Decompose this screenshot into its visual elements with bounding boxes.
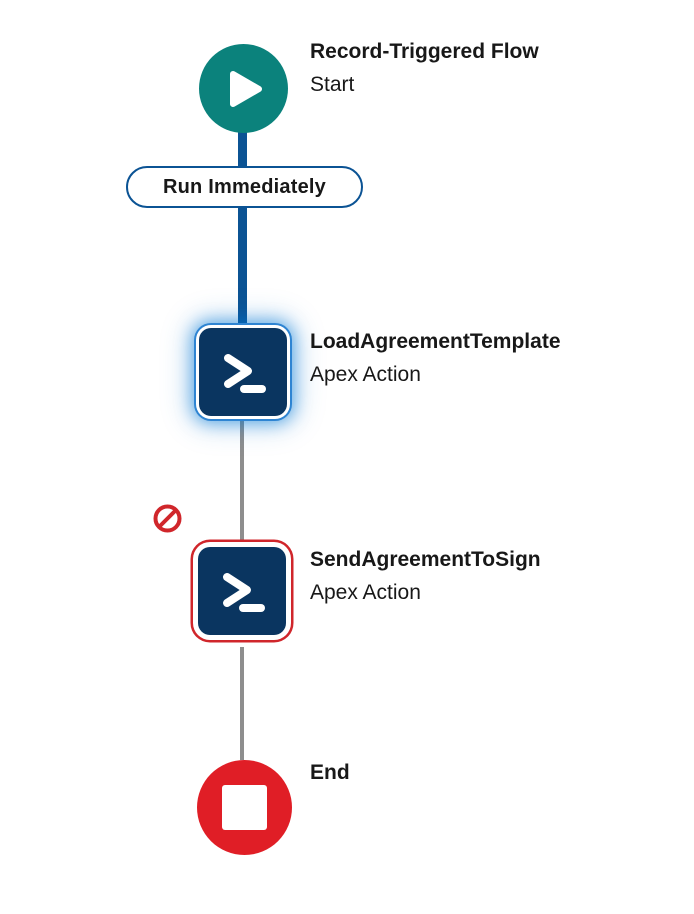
connector-node1-to-node2 bbox=[240, 420, 244, 540]
end-node[interactable] bbox=[197, 760, 292, 855]
node-load-agreement-template-label: LoadAgreementTemplate Apex Action bbox=[310, 325, 561, 391]
play-icon bbox=[229, 70, 262, 107]
start-node-label: Record-Triggered Flow Start bbox=[310, 35, 539, 101]
run-immediately-badge[interactable]: Run Immediately bbox=[126, 166, 363, 208]
ban-icon bbox=[153, 504, 182, 533]
node-send-agreement-to-sign[interactable] bbox=[198, 547, 286, 635]
node-title: SendAgreementToSign bbox=[310, 548, 541, 571]
start-node-title: Record-Triggered Flow bbox=[310, 40, 539, 63]
node-load-agreement-template[interactable] bbox=[199, 328, 287, 416]
terminal-icon bbox=[224, 354, 266, 393]
node-subtitle: Apex Action bbox=[310, 363, 421, 386]
node-subtitle: Apex Action bbox=[310, 581, 421, 604]
terminal-icon bbox=[223, 573, 265, 612]
start-node-subtitle: Start bbox=[310, 73, 355, 96]
connector-node2-to-end bbox=[240, 647, 244, 760]
stop-icon bbox=[222, 785, 267, 830]
connector-start-to-node1 bbox=[238, 131, 247, 323]
node-title: LoadAgreementTemplate bbox=[310, 330, 561, 353]
start-node[interactable] bbox=[199, 44, 288, 133]
node-send-agreement-to-sign-label: SendAgreementToSign Apex Action bbox=[310, 543, 541, 609]
end-node-label: End bbox=[310, 756, 350, 789]
run-immediately-label: Run Immediately bbox=[162, 175, 327, 198]
end-node-title: End bbox=[310, 761, 350, 784]
